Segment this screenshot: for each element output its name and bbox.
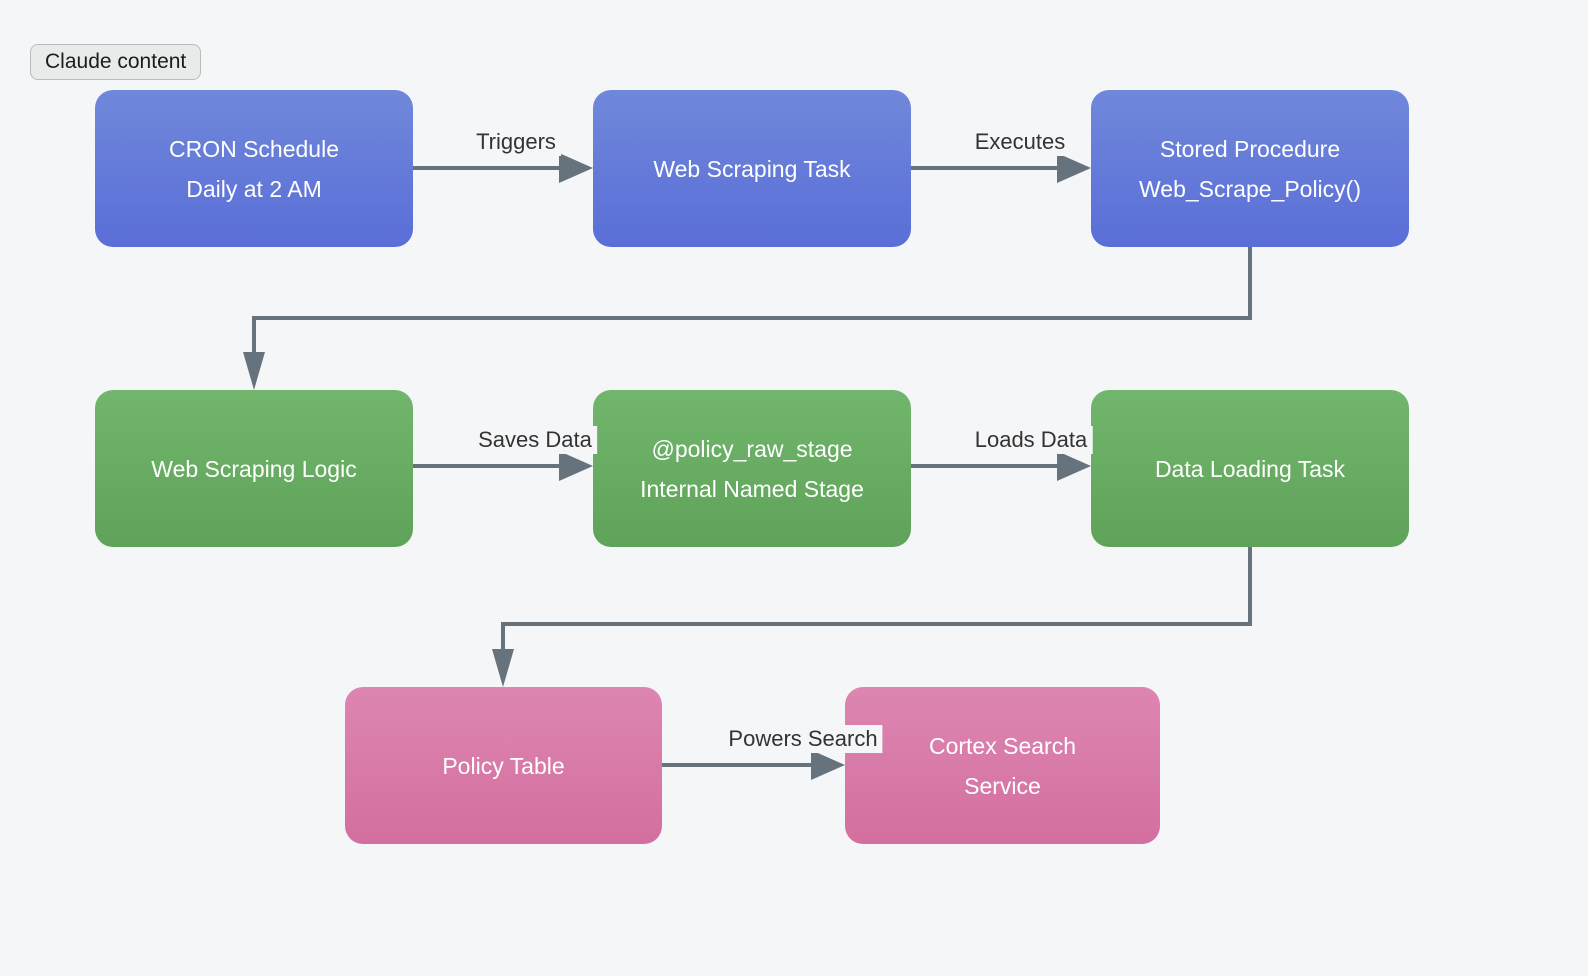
claude-content-badge: Claude content xyxy=(30,44,202,80)
node-web-scraping-logic: Web Scraping Logic xyxy=(95,390,413,547)
node-cortex-search-service: Cortex Search Service xyxy=(845,687,1160,844)
node-label-line: @policy_raw_stage xyxy=(651,435,853,462)
edge-data-loading-to-policy-table xyxy=(492,545,1252,687)
node-label-line: Cortex Search xyxy=(928,732,1076,759)
node-policy-raw-stage: @policy_raw_stage Internal Named Stage xyxy=(593,390,911,547)
edge-label-loads-data: Loads Data xyxy=(969,426,1093,454)
node-label-line: Policy Table xyxy=(442,752,565,779)
edge-triggers-arrow xyxy=(413,153,593,183)
node-stored-procedure: Stored Procedure Web_Scrape_Policy() xyxy=(1091,90,1409,247)
edge-stored-proc-to-scrape-logic xyxy=(243,247,1252,390)
node-label-line: Data Loading Task xyxy=(1154,455,1346,482)
edge-label-saves-data: Saves Data xyxy=(473,426,597,454)
edge-label-triggers: Triggers xyxy=(471,128,561,156)
node-label-line: Web Scraping Logic xyxy=(151,455,357,482)
edge-powers-search-arrow xyxy=(662,750,845,780)
node-policy-table: Policy Table xyxy=(345,687,662,844)
edge-executes-arrow xyxy=(911,153,1091,183)
edge-label-executes: Executes xyxy=(969,128,1071,156)
node-data-loading-task: Data Loading Task xyxy=(1091,390,1409,547)
node-label-line: Web_Scrape_Policy() xyxy=(1138,175,1361,202)
node-web-scraping-task: Web Scraping Task xyxy=(593,90,911,247)
node-label-line: Internal Named Stage xyxy=(640,475,864,502)
edge-saves-data-arrow xyxy=(413,451,593,481)
node-label-line: Web Scraping Task xyxy=(653,155,851,182)
node-label-line: Stored Procedure xyxy=(1159,135,1341,162)
edge-loads-data-arrow xyxy=(911,451,1091,481)
edge-label-powers-search: Powers Search xyxy=(723,725,883,753)
node-label-line: Daily at 2 AM xyxy=(186,175,322,202)
node-label-line: Service xyxy=(964,772,1041,799)
node-label-line: CRON Schedule xyxy=(168,135,340,162)
node-cron-schedule: CRON Schedule Daily at 2 AM xyxy=(95,90,413,247)
